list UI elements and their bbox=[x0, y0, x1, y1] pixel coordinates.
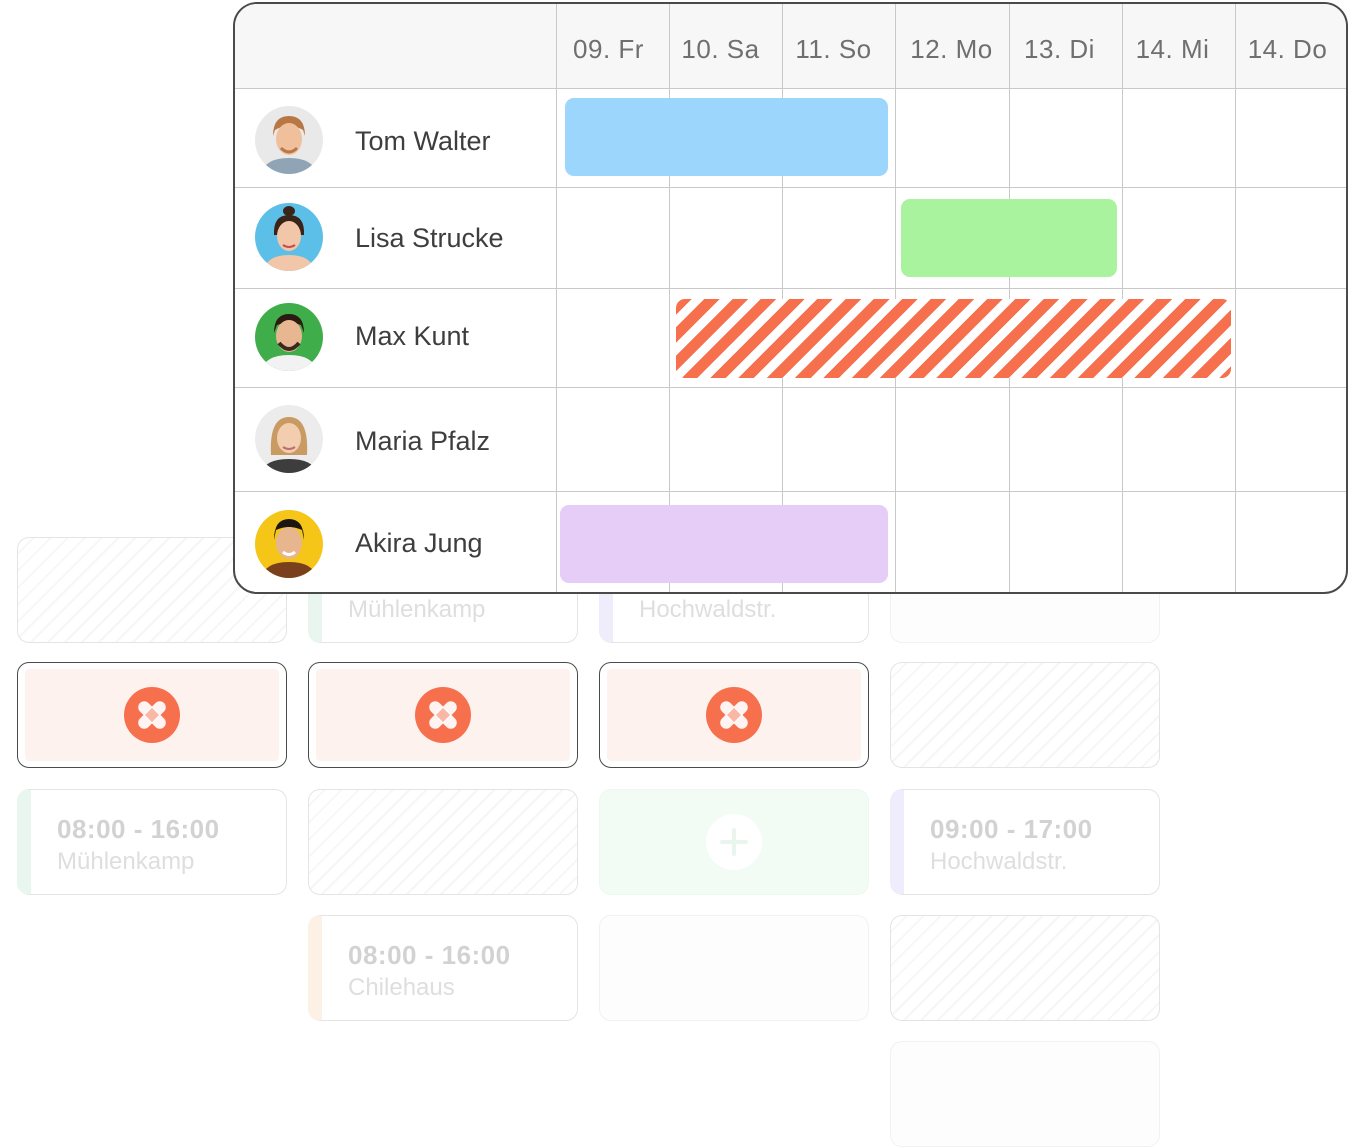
shift-location: Chilehaus bbox=[348, 974, 455, 1001]
empty-shift-card[interactable] bbox=[890, 1041, 1160, 1147]
employee-name: Tom Walter bbox=[355, 126, 491, 156]
plus-icon bbox=[706, 814, 762, 870]
sick-day-card[interactable] bbox=[599, 662, 869, 768]
shift-time: 09:00 - 17:00 bbox=[930, 814, 1093, 844]
row-divider bbox=[235, 387, 1346, 388]
avatar bbox=[255, 405, 323, 473]
absence-timeline-panel: 09. Fr 10. Sa 11. So 12. Mo 13. Di 14. M… bbox=[233, 2, 1348, 594]
employee-name: Lisa Strucke bbox=[355, 223, 504, 253]
shift-location: Hochwaldstr. bbox=[930, 848, 1068, 875]
employee-name: Akira Jung bbox=[355, 528, 483, 558]
bandage-icon bbox=[706, 687, 762, 743]
day-header: 09. Fr bbox=[573, 34, 644, 64]
add-shift-card[interactable] bbox=[599, 789, 869, 895]
empty-shift-card[interactable] bbox=[308, 789, 578, 895]
day-header: 13. Di bbox=[1024, 34, 1095, 64]
avatar bbox=[255, 203, 323, 271]
shift-card[interactable]: 09:00 - 17:00 Hochwaldstr. bbox=[890, 789, 1160, 895]
shift-location: Mühlenkamp bbox=[57, 848, 195, 875]
bandage-icon bbox=[124, 687, 180, 743]
grid-divider bbox=[895, 4, 896, 592]
avatar bbox=[255, 303, 323, 371]
empty-shift-card[interactable] bbox=[599, 915, 869, 1021]
grid-divider bbox=[1235, 4, 1236, 592]
grid-divider bbox=[1122, 4, 1123, 592]
sick-day-card[interactable] bbox=[308, 662, 578, 768]
shift-card[interactable]: 08:00 - 16:00 Mühlenkamp bbox=[17, 789, 287, 895]
absence-bar-vacation[interactable] bbox=[560, 505, 888, 583]
avatar bbox=[255, 106, 323, 174]
shift-card[interactable]: 08:00 - 16:00 Chilehaus bbox=[308, 915, 578, 1021]
empty-shift-card[interactable] bbox=[890, 915, 1160, 1021]
grid-divider bbox=[556, 4, 557, 592]
day-header: 11. So bbox=[795, 34, 872, 64]
absence-bar-sick[interactable] bbox=[676, 299, 1231, 378]
row-divider bbox=[235, 187, 1346, 188]
row-divider bbox=[235, 288, 1346, 289]
avatar bbox=[255, 510, 323, 578]
bandage-icon bbox=[415, 687, 471, 743]
shift-location: Mühlenkamp bbox=[348, 596, 486, 623]
grid-divider bbox=[669, 4, 670, 592]
day-header: 14. Mi bbox=[1135, 34, 1210, 64]
absence-bar-vacation[interactable] bbox=[565, 98, 888, 176]
row-divider bbox=[235, 491, 1346, 492]
grid-divider bbox=[782, 4, 783, 592]
sick-day-card[interactable] bbox=[17, 662, 287, 768]
shift-time: 08:00 - 16:00 bbox=[57, 814, 220, 844]
shift-time: 08:00 - 16:00 bbox=[348, 940, 511, 970]
empty-shift-card[interactable] bbox=[890, 662, 1160, 768]
employee-name: Maria Pfalz bbox=[355, 426, 491, 456]
shift-location: Hochwaldstr. bbox=[639, 596, 777, 623]
day-header: 14. Do bbox=[1247, 34, 1328, 64]
absence-bar-vacation[interactable] bbox=[901, 199, 1117, 277]
timeline-header bbox=[235, 4, 1346, 89]
day-header: 10. Sa bbox=[681, 34, 760, 64]
grid-divider bbox=[1009, 4, 1010, 592]
day-header: 12. Mo bbox=[910, 34, 993, 64]
employee-name: Max Kunt bbox=[355, 321, 470, 351]
